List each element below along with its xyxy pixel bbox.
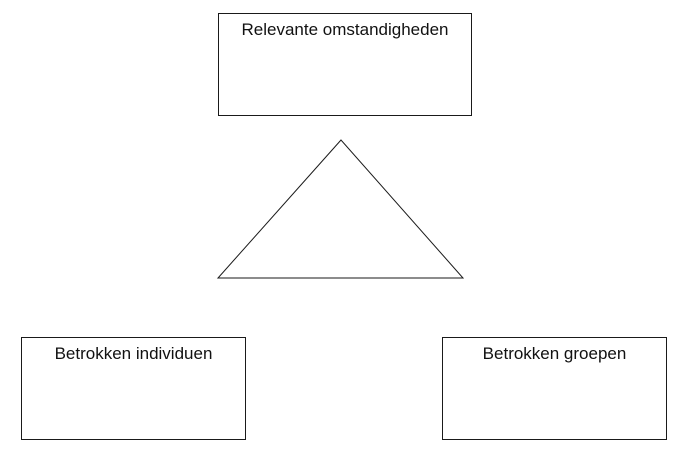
involved-individuals-box: Betrokken individuen bbox=[21, 337, 246, 440]
involved-individuals-label: Betrokken individuen bbox=[54, 344, 213, 363]
involved-groups-label: Betrokken groepen bbox=[482, 344, 627, 363]
relevant-circumstances-box: Relevante omstandigheden bbox=[218, 13, 472, 116]
involved-groups-box: Betrokken groepen bbox=[442, 337, 667, 440]
relevant-circumstances-label: Relevante omstandigheden bbox=[241, 20, 449, 39]
triangle-outline bbox=[216, 139, 465, 279]
